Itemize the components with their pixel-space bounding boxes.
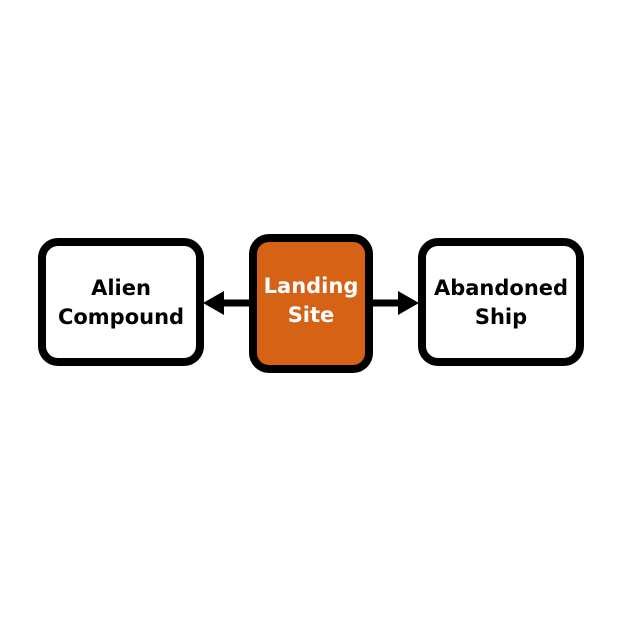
arrowhead-left-icon — [203, 291, 224, 315]
node-label-abandoned-ship: Abandoned Ship — [433, 276, 569, 329]
node-label-landing-site: Landing Site — [263, 273, 359, 327]
node-abandoned-ship: Abandoned Ship — [418, 238, 584, 366]
arrow-landing-site-to-abandoned-ship — [373, 291, 419, 315]
arrow-landing-site-to-alien-compound — [203, 291, 249, 315]
node-landing-site: Landing Site — [249, 234, 373, 373]
node-alien-compound: Alien Compound — [38, 238, 204, 366]
arrowhead-right-icon — [398, 291, 419, 315]
node-label-alien-compound: Alien Compound — [57, 276, 185, 329]
